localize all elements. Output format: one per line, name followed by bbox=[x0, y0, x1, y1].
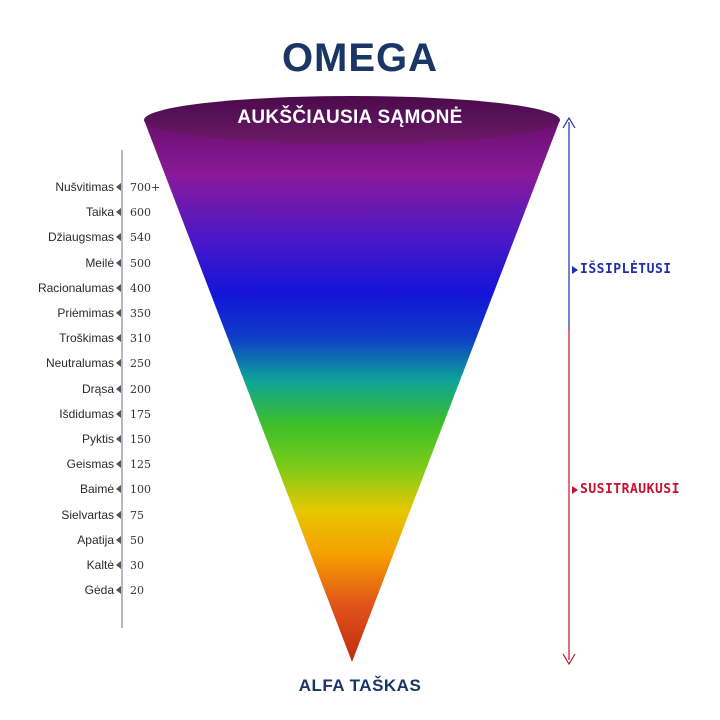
scale-row: Racionalumas 400 bbox=[0, 280, 170, 296]
scale-pointer-icon bbox=[116, 284, 121, 292]
scale-pointer-icon bbox=[116, 183, 121, 191]
expanded-pointer-icon bbox=[572, 266, 578, 274]
diagram-title: OMEGA bbox=[281, 36, 439, 80]
scale-level-value: 700+ bbox=[130, 181, 161, 194]
cone-body bbox=[144, 120, 560, 662]
scale-row: Pyktis 150 bbox=[0, 431, 170, 447]
scale-row: Geismas 125 bbox=[0, 456, 170, 472]
scale-level-value: 150 bbox=[130, 433, 151, 446]
expanded-label: IŠSIPLĖTUSI bbox=[580, 262, 672, 277]
scale-row: Drąsa 200 bbox=[0, 381, 170, 397]
scale-level-name: Racionalumas bbox=[37, 281, 114, 295]
scale-row: Kaltė 30 bbox=[0, 557, 170, 573]
scale-level-value: 30 bbox=[130, 559, 144, 572]
scale-pointer-icon bbox=[116, 485, 121, 493]
scale-level-name: Drąsa bbox=[81, 382, 114, 396]
scale-pointer-icon bbox=[116, 359, 121, 367]
scale-row: Troškimas 310 bbox=[0, 330, 170, 346]
scale-level-value: 175 bbox=[130, 408, 151, 421]
bottom-label: ALFA TAŠKAS bbox=[298, 676, 422, 695]
scale-row: Neutralumas 250 bbox=[0, 355, 170, 371]
scale-pointer-icon bbox=[116, 586, 121, 594]
scale-level-value: 75 bbox=[130, 509, 144, 522]
scale-level-name: Nušvitimas bbox=[55, 180, 114, 194]
scale-row: Išdidumas 175 bbox=[0, 406, 170, 422]
scale-row: Sielvartas 75 bbox=[0, 507, 170, 523]
scale-row: Džiaugsmas 540 bbox=[0, 229, 170, 245]
scale-pointer-icon bbox=[116, 561, 121, 569]
contracted-pointer-icon bbox=[572, 486, 578, 494]
scale-row: Taika 600 bbox=[0, 204, 170, 220]
scale-row: Nušvitimas 700+ bbox=[0, 179, 170, 195]
scale-level-value: 400 bbox=[130, 282, 151, 295]
scale-level-value: 310 bbox=[130, 332, 151, 345]
scale-level-name: Sielvartas bbox=[61, 508, 114, 522]
scale-level-value: 600 bbox=[130, 206, 151, 219]
scale-row: Meilė 500 bbox=[0, 255, 170, 271]
scale-level-value: 200 bbox=[130, 383, 151, 396]
scale-level-name: Kaltė bbox=[86, 558, 114, 572]
scale-pointer-icon bbox=[116, 309, 121, 317]
scale-row: Priėmimas 350 bbox=[0, 305, 170, 321]
scale-level-value: 250 bbox=[130, 357, 151, 370]
scale-pointer-icon bbox=[116, 435, 121, 443]
scale-level-name: Taika bbox=[85, 205, 114, 219]
scale-level-name: Geismas bbox=[66, 457, 114, 471]
scale-level-name: Džiaugsmas bbox=[47, 230, 114, 244]
scale-level-name: Gėda bbox=[84, 583, 114, 597]
scale-level-name: Troškimas bbox=[59, 331, 114, 345]
scale-level-name: Priėmimas bbox=[57, 306, 114, 320]
contracted-label: SUSITRAUKUSI bbox=[580, 482, 680, 497]
scale-level-value: 125 bbox=[130, 458, 151, 471]
scale-row: Gėda 20 bbox=[0, 582, 170, 598]
scale-level-name: Išdidumas bbox=[59, 407, 114, 421]
top-label: AUKŠČIAUSIA SĄMONĖ bbox=[237, 107, 463, 128]
scale-pointer-icon bbox=[116, 536, 121, 544]
scale-level-name: Apatija bbox=[77, 533, 114, 547]
down-arrow-icon bbox=[562, 653, 576, 666]
cone-rim bbox=[144, 96, 560, 144]
scale-level-value: 100 bbox=[130, 483, 151, 496]
scale-level-value: 500 bbox=[130, 257, 151, 270]
scale-level-value: 540 bbox=[130, 231, 151, 244]
scale-pointer-icon bbox=[116, 334, 121, 342]
scale-level-value: 50 bbox=[130, 534, 144, 547]
scale-pointer-icon bbox=[116, 233, 121, 241]
scale-pointer-icon bbox=[116, 259, 121, 267]
scale-pointer-icon bbox=[116, 410, 121, 418]
scale-level-name: Meilė bbox=[85, 256, 114, 270]
scale-level-name: Pyktis bbox=[81, 432, 114, 446]
up-arrow-icon bbox=[562, 116, 576, 129]
scale-row: Apatija 50 bbox=[0, 532, 170, 548]
scale-level-name: Neutralumas bbox=[45, 356, 114, 370]
scale-level-value: 350 bbox=[130, 307, 151, 320]
scale-level-value: 20 bbox=[130, 584, 144, 597]
scale-level-name: Baimė bbox=[79, 482, 114, 496]
scale-pointer-icon bbox=[116, 511, 121, 519]
scale-pointer-icon bbox=[116, 208, 121, 216]
scale-pointer-icon bbox=[116, 385, 121, 393]
scale-pointer-icon bbox=[116, 460, 121, 468]
scale-row: Baimė 100 bbox=[0, 481, 170, 497]
